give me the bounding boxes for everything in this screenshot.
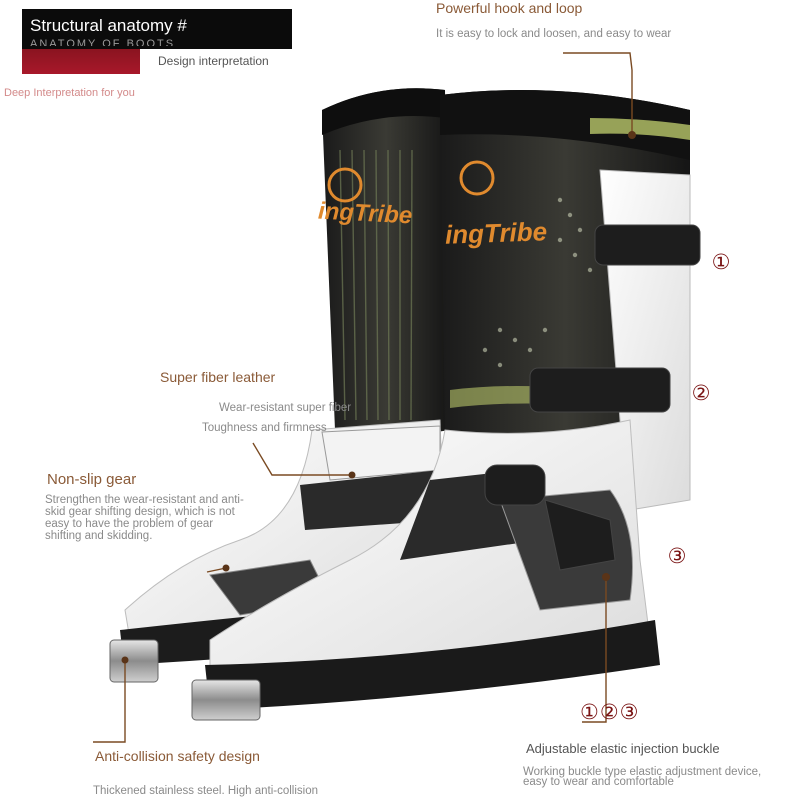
title-bar: [22, 9, 292, 49]
callout-hook-loop-heading: Powerful hook and loop: [436, 0, 583, 16]
brand-logo: [327, 160, 495, 203]
callout-buckle-desc-2: easy to wear and comfortable: [523, 776, 674, 788]
callout-non-slip-desc-3: easy to have the problem of gear: [45, 518, 214, 530]
callout-non-slip-desc-2: skid gear shifting design, which is not: [45, 506, 235, 518]
buckle-number-group: ①②③: [580, 701, 640, 724]
callout-fiber-leather-heading: Super fiber leather: [160, 369, 276, 385]
page-title: Structural anatomy #: [30, 16, 187, 35]
buckle-number-2: ②: [691, 382, 711, 405]
front-boot: [191, 90, 701, 721]
callout-non-slip-desc-1: Strengthen the wear-resistant and anti-: [45, 494, 244, 506]
callout-non-slip-heading: Non-slip gear: [47, 471, 137, 488]
buckle-number-1: ①: [711, 251, 731, 274]
deep-interpretation-label: Deep Interpretation for you: [4, 87, 135, 99]
callout-anti-collision-heading: Anti-collision safety design: [95, 748, 260, 764]
callout-buckle-desc-1: Working buckle type elastic adjustment d…: [523, 766, 762, 778]
leader-dots: [121, 131, 636, 664]
callout-fiber-leather-desc-2: Toughness and firmness: [202, 422, 327, 434]
brand-logo-text-front: ingTribe: [444, 216, 548, 250]
leader-lines: [93, 52, 633, 743]
callout-fiber-leather-desc-1: Wear-resistant super fiber: [219, 402, 352, 414]
callout-buckle-heading: Adjustable elastic injection buckle: [526, 741, 720, 756]
page-title-faint-subtitle: ANATOMY OF BOOTS: [30, 38, 176, 46]
callout-hook-loop-desc: It is easy to lock and loosen, and easy …: [436, 28, 672, 40]
buckle-number-3: ③: [667, 545, 687, 568]
design-interpretation-label: Design interpretation: [158, 54, 269, 68]
callout-non-slip-desc-4: shifting and skidding.: [45, 530, 153, 542]
brand-logo-text-back: ingTribe: [317, 197, 413, 230]
callout-anti-collision-desc: Thickened stainless steel. High anti-col…: [93, 785, 318, 797]
accent-red-bar: [22, 49, 140, 74]
